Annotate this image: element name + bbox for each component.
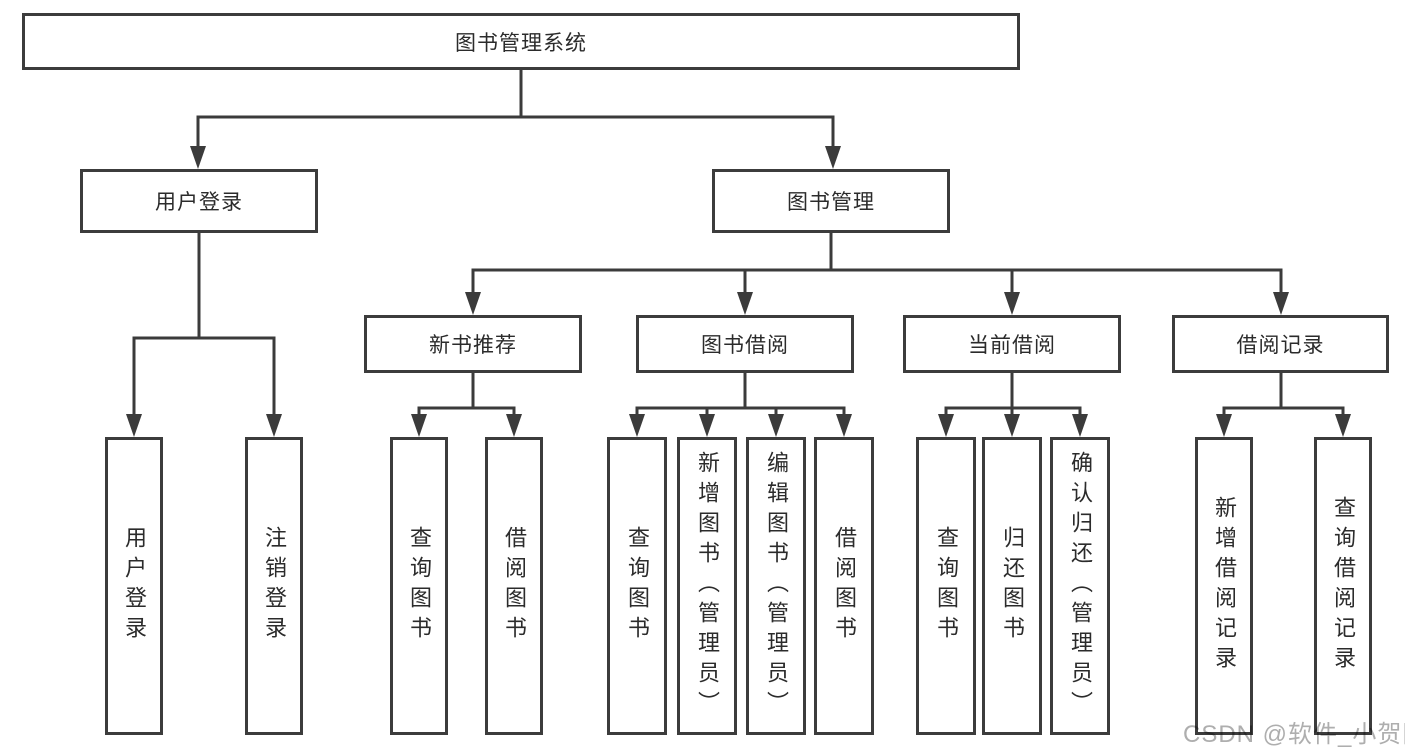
- node-label: 查询图书: [934, 526, 959, 646]
- connector-user-login-group: [126, 233, 282, 437]
- node-label: 归还图书: [1000, 526, 1025, 646]
- leaf-recommend-query-books: 查询图书: [390, 437, 448, 735]
- node-borrow-records: 借阅记录: [1172, 315, 1389, 373]
- connector-book-borrow-group: [629, 373, 852, 437]
- node-current-borrow: 当前借阅: [903, 315, 1121, 373]
- leaf-confirm-return-admin: 确认归还（管理员）: [1050, 437, 1110, 735]
- connector-root-to-level1: [190, 70, 841, 169]
- node-label: 图书管理系统: [455, 31, 587, 55]
- node-book-borrow: 图书借阅: [636, 315, 854, 373]
- node-label: 用户登录: [122, 526, 147, 646]
- leaf-recommend-borrow-books: 借阅图书: [485, 437, 543, 735]
- node-label: 借阅图书: [502, 526, 527, 646]
- leaf-edit-books-admin: 编辑图书（管理员）: [746, 437, 806, 735]
- node-label: 查询图书: [625, 526, 650, 646]
- node-label: 查询图书: [407, 526, 432, 646]
- leaf-current-query-books: 查询图书: [916, 437, 976, 735]
- leaf-user-login: 用户登录: [105, 437, 163, 735]
- node-label: 图书管理: [787, 191, 875, 214]
- connector-book-management-to-level2: [465, 233, 1289, 315]
- connector-new-book-group: [411, 373, 522, 437]
- node-label: 确认归还（管理员）: [1068, 451, 1093, 721]
- connector-current-borrow-group: [938, 373, 1088, 437]
- node-book-management: 图书管理: [712, 169, 950, 233]
- node-label: 注销登录: [262, 526, 287, 646]
- leaf-borrow-books: 借阅图书: [814, 437, 874, 735]
- node-new-book-recommend: 新书推荐: [364, 315, 582, 373]
- node-label: 当前借阅: [968, 334, 1056, 357]
- leaf-return-books: 归还图书: [982, 437, 1042, 735]
- node-label: 新增图书（管理员）: [695, 451, 720, 721]
- node-library-system: 图书管理系统: [22, 13, 1020, 70]
- node-label: 图书借阅: [701, 334, 789, 357]
- node-label: 编辑图书（管理员）: [764, 451, 789, 721]
- leaf-query-borrow-record: 查询借阅记录: [1314, 437, 1372, 735]
- leaf-add-borrow-record: 新增借阅记录: [1195, 437, 1253, 735]
- node-label: 借阅记录: [1236, 334, 1325, 357]
- node-label: 查询借阅记录: [1331, 496, 1356, 676]
- node-label: 新书推荐: [429, 334, 517, 357]
- node-user-login: 用户登录: [80, 169, 318, 233]
- leaf-borrow-query-books: 查询图书: [607, 437, 667, 735]
- node-label: 新增借阅记录: [1212, 496, 1237, 676]
- leaf-logout: 注销登录: [245, 437, 303, 735]
- connector-borrow-record-group: [1216, 373, 1351, 437]
- node-label: 用户登录: [155, 191, 243, 214]
- node-label: 借阅图书: [832, 526, 857, 646]
- leaf-add-books-admin: 新增图书（管理员）: [677, 437, 737, 735]
- csdn-watermark: CSDN @软件_小贺同学: [1183, 721, 1405, 747]
